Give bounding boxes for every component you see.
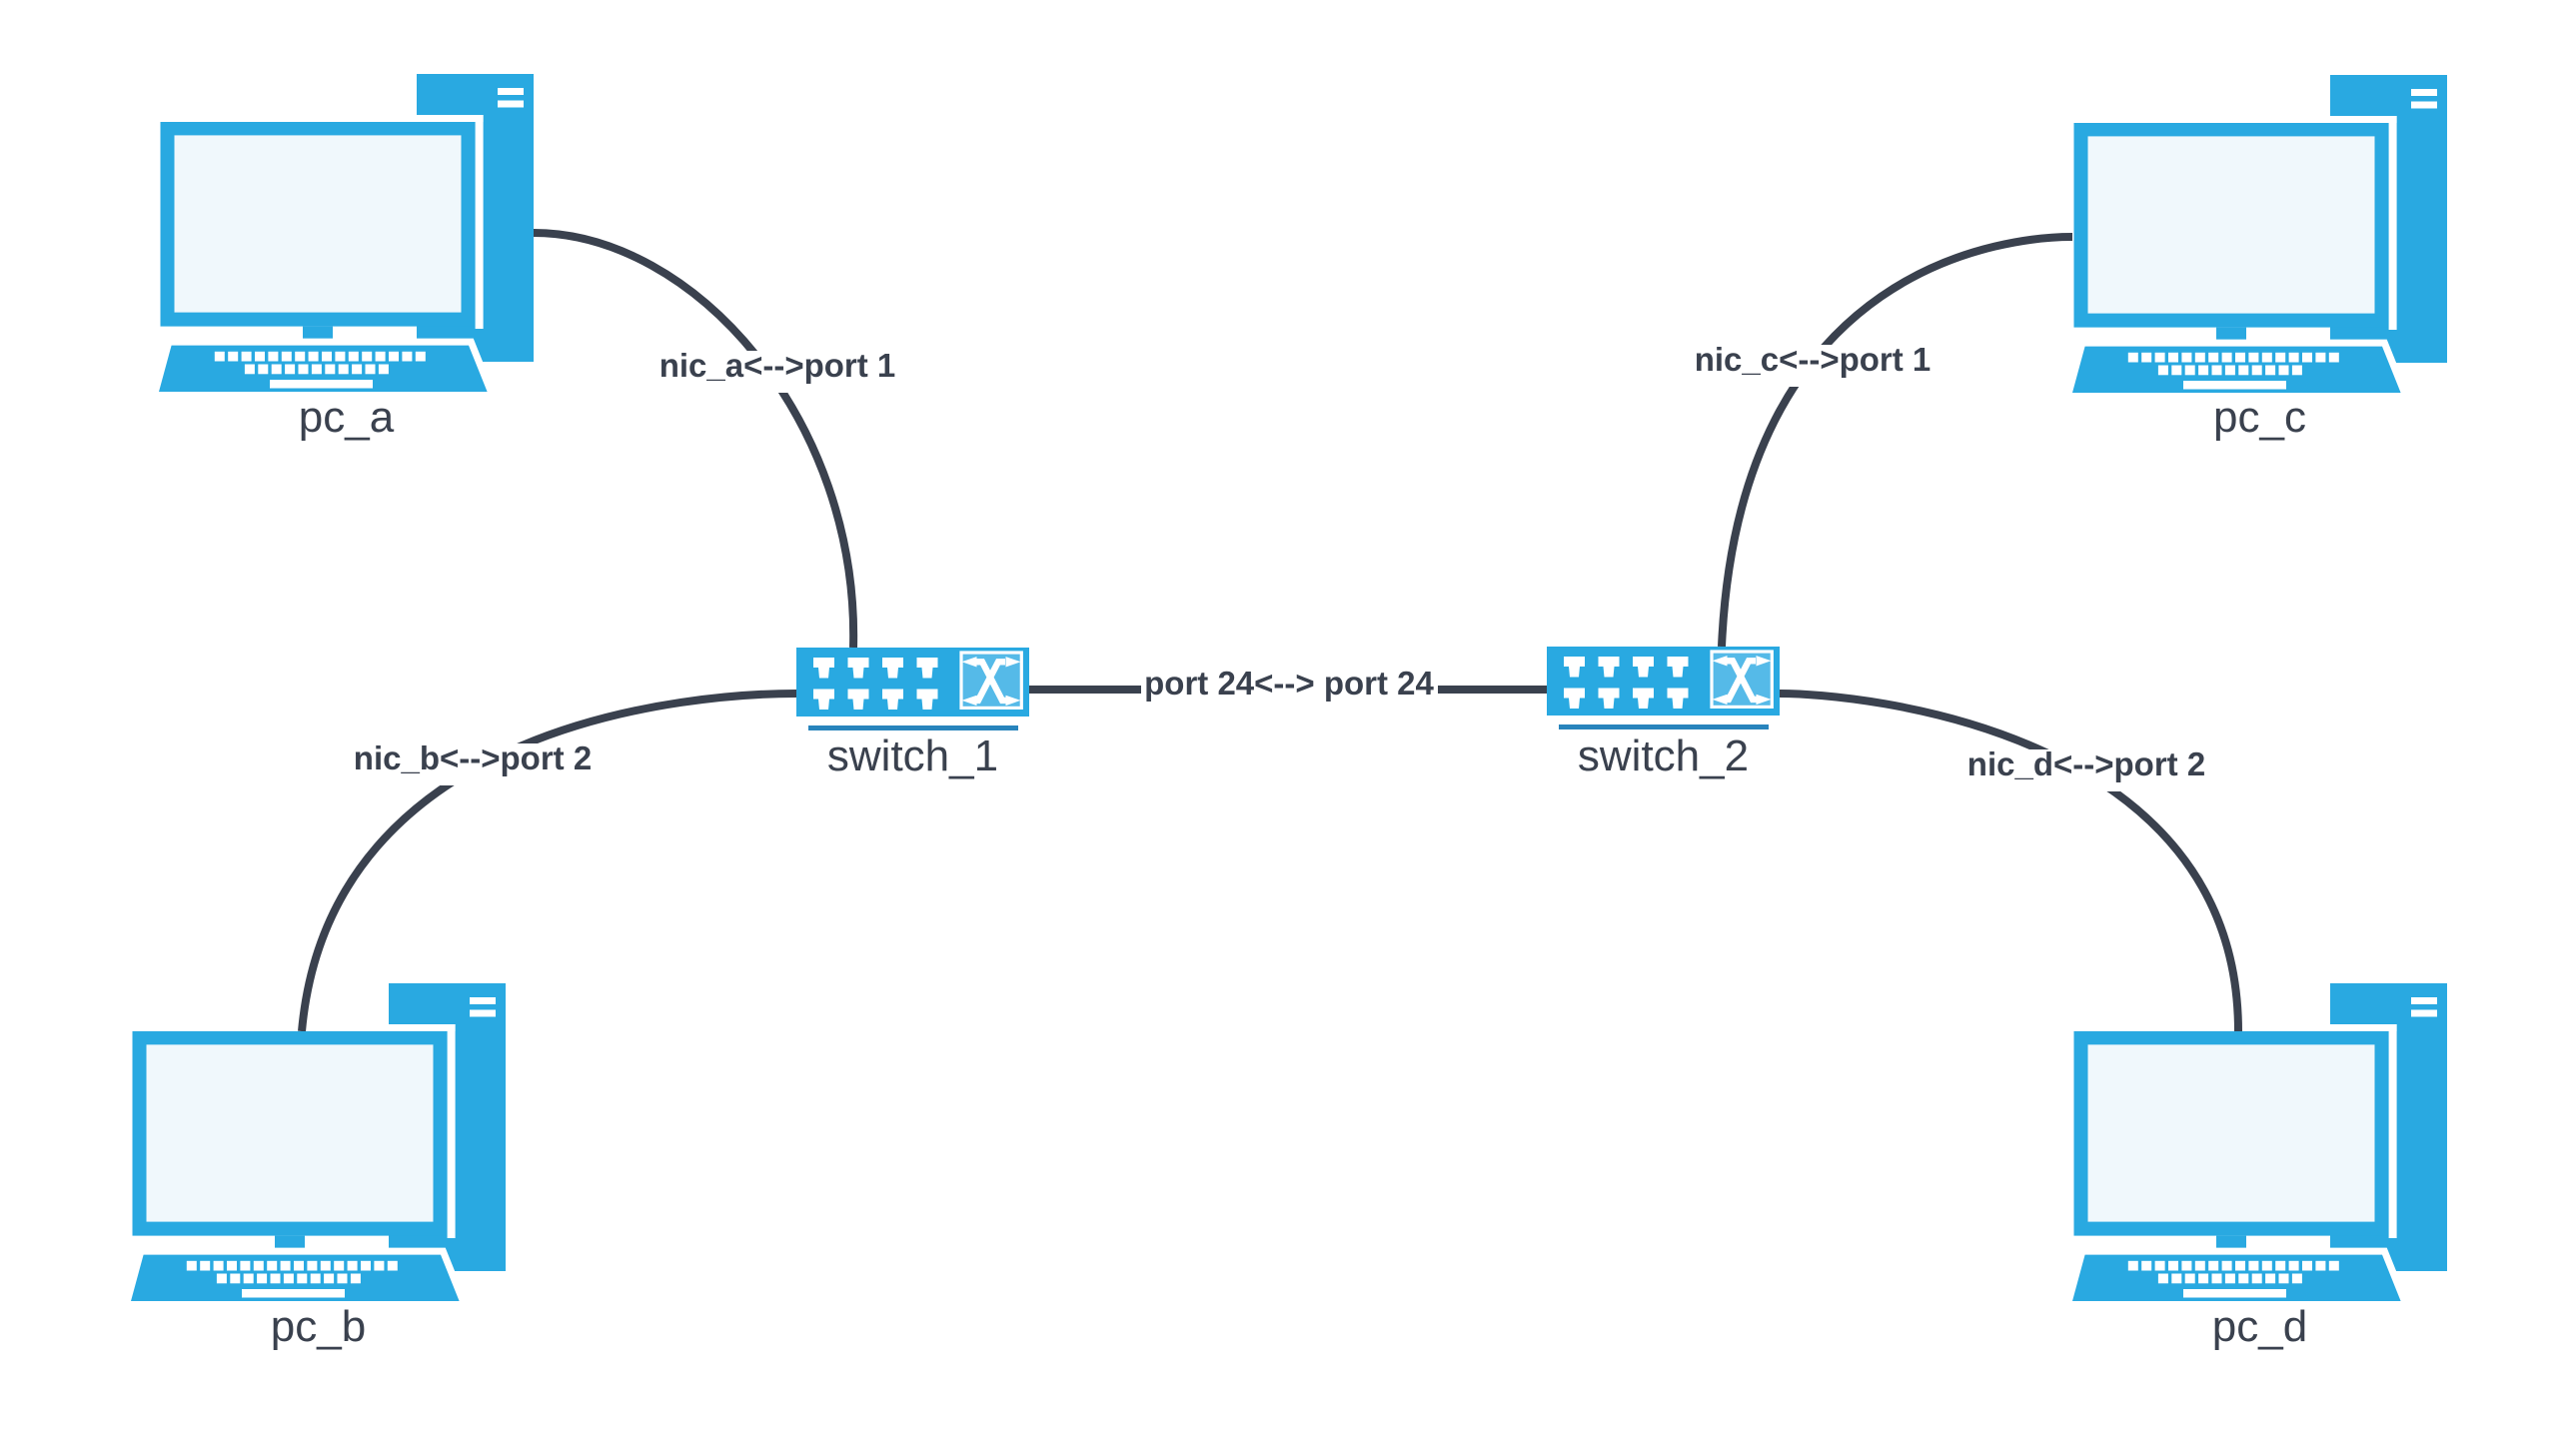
svg-text:nic_c<-->port 1: nic_c<-->port 1 bbox=[1695, 341, 1932, 378]
svg-text:nic_d<-->port 2: nic_d<-->port 2 bbox=[1967, 745, 2205, 782]
svg-text:port 24<--> port 24: port 24<--> port 24 bbox=[1144, 665, 1434, 702]
svg-text:pc_d: pc_d bbox=[2212, 1302, 2307, 1351]
svg-text:pc_b: pc_b bbox=[271, 1302, 366, 1351]
svg-text:pc_a: pc_a bbox=[299, 393, 395, 442]
svg-text:pc_c: pc_c bbox=[2213, 393, 2306, 442]
svg-text:switch_1: switch_1 bbox=[827, 731, 998, 780]
svg-text:switch_2: switch_2 bbox=[1578, 731, 1749, 780]
svg-text:nic_a<-->port 1: nic_a<-->port 1 bbox=[659, 347, 896, 384]
svg-text:nic_b<-->port 2: nic_b<-->port 2 bbox=[354, 739, 592, 776]
